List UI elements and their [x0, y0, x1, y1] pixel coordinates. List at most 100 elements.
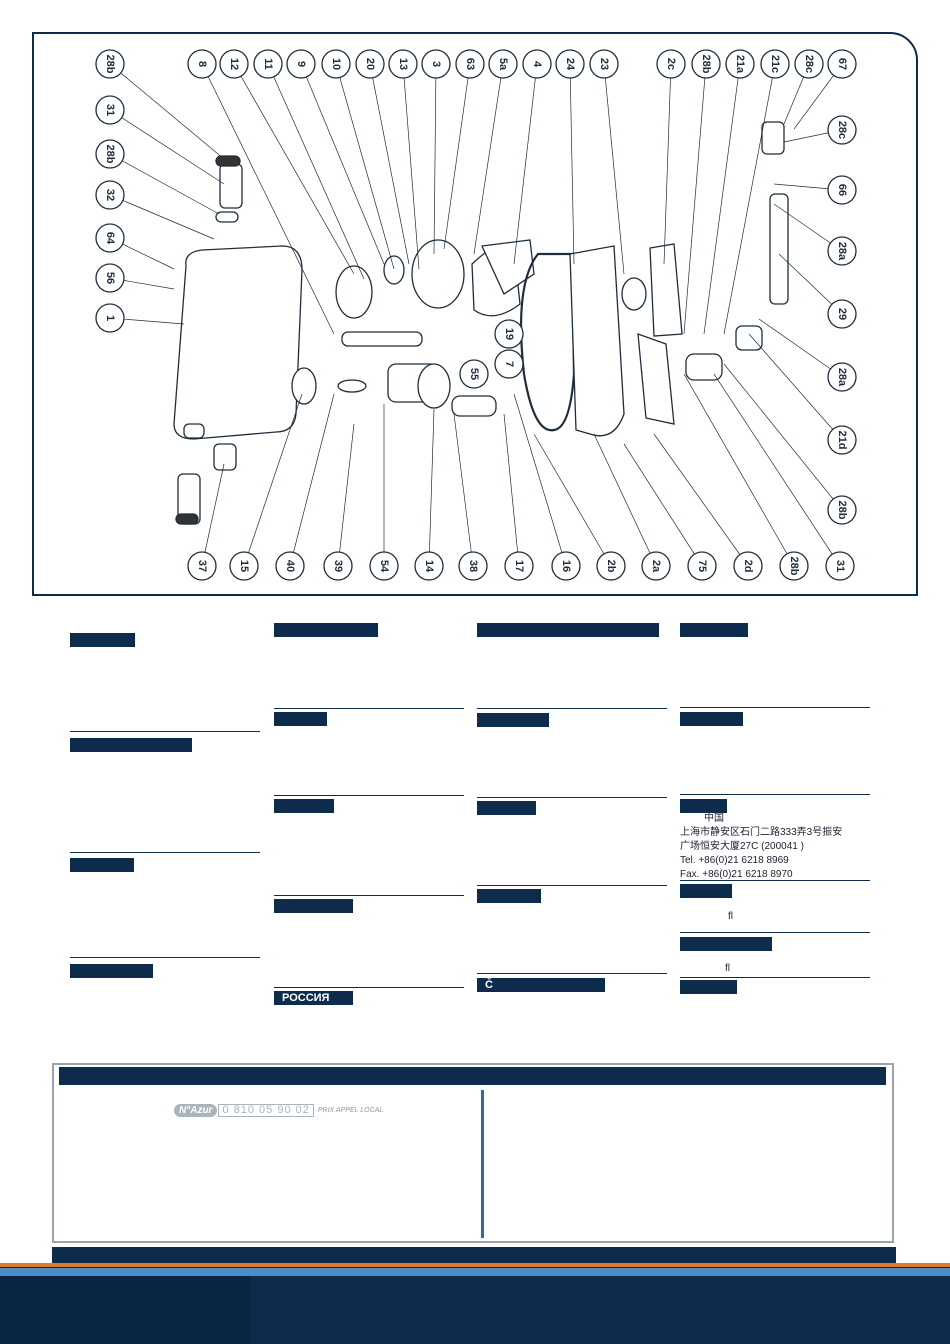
- left-callout-label: 64: [104, 232, 116, 245]
- top-callout-label: 23: [598, 58, 610, 70]
- left-callout-circle: [95, 95, 125, 125]
- leader-line: [109, 109, 225, 185]
- top-callout-circle: [760, 49, 790, 79]
- ligature-glyph: ﬂ: [725, 963, 730, 974]
- bottom-callout-label: 40: [284, 560, 296, 572]
- leader-line: [683, 373, 795, 567]
- leader-line: [201, 63, 335, 335]
- leader-line: [748, 333, 843, 441]
- top-callout-label: 5a: [497, 58, 509, 71]
- bottom-callout-circle: [641, 551, 671, 581]
- left-callout-circle: [95, 263, 125, 293]
- top-callout-label: 67: [836, 58, 848, 70]
- top-callout-circle: [794, 49, 824, 79]
- top-callout-circle: [219, 49, 249, 79]
- right-callout-circle: [827, 425, 857, 455]
- china-fax: Fax. +86(0)21 6218 8970: [680, 869, 793, 880]
- leader-line: [201, 463, 225, 567]
- bottom-callout-label: 37: [196, 560, 208, 572]
- section-header: [680, 937, 772, 951]
- bottom-callout-circle: [414, 551, 444, 581]
- inner-callout-circle: [459, 359, 489, 389]
- section-header: [477, 889, 541, 903]
- right-callout-label: 28a: [836, 368, 848, 387]
- top-callout-circle: [355, 49, 385, 79]
- inner-callout-circle: [494, 319, 524, 349]
- divider: [70, 852, 260, 853]
- bottom-callout-label: 54: [378, 560, 390, 573]
- bottom-callout-circle: [551, 551, 581, 581]
- leader-line: [109, 63, 225, 160]
- top-callout-label: 21c: [769, 55, 781, 73]
- top-callout-circle: [187, 49, 217, 79]
- contact-box-header: [59, 1067, 886, 1085]
- leader-line: [703, 63, 741, 335]
- top-callout-label: 28b: [700, 55, 712, 74]
- left-callout-circle: [95, 303, 125, 333]
- section-header: [274, 799, 334, 813]
- left-callout-label: 1: [104, 315, 116, 321]
- top-callout-circle: [656, 49, 686, 79]
- section-header: [477, 713, 549, 727]
- top-callout-label: 9: [295, 61, 307, 67]
- china-address-line2: 广场恒安大厦27C (200041 ): [680, 841, 804, 852]
- top-callout-label: 28c: [803, 55, 815, 73]
- bottom-callout-label: 15: [238, 560, 250, 572]
- left-callout-circle: [95, 223, 125, 253]
- top-callout-circle: [555, 49, 585, 79]
- leader-line: [335, 63, 395, 270]
- leader-line: [723, 63, 776, 335]
- right-callout-circle: [827, 236, 857, 266]
- divider: [274, 987, 464, 988]
- bottom-callout-label: 31: [834, 560, 846, 572]
- azur-note: PRIX APPEL LOCAL: [317, 1107, 384, 1114]
- divider: [477, 708, 667, 709]
- top-callout-label: 20: [364, 58, 376, 70]
- leader-line: [653, 433, 749, 567]
- section-header: [680, 712, 743, 726]
- divider: [70, 957, 260, 958]
- top-callout-circle: [455, 49, 485, 79]
- left-callout-circle: [95, 180, 125, 210]
- bottom-callout-label: 2a: [650, 560, 662, 573]
- leader-line: [513, 393, 567, 567]
- leader-line: [569, 63, 575, 265]
- china-country: 中国: [704, 813, 724, 824]
- bottom-callout-label: 28b: [788, 557, 800, 576]
- bottom-callout-circle: [187, 551, 217, 581]
- top-callout-circle: [321, 49, 351, 79]
- bottom-callout-label: 17: [513, 560, 525, 572]
- divider: [680, 880, 870, 881]
- bottom-callout-circle: [275, 551, 305, 581]
- section-header: [274, 623, 378, 637]
- top-callout-label: 13: [397, 58, 409, 70]
- section-header: [477, 801, 536, 815]
- leader-line: [533, 433, 612, 567]
- divider: [680, 707, 870, 708]
- divider: [274, 895, 464, 896]
- leader-line: [433, 63, 437, 255]
- top-callout-circle: [725, 49, 755, 79]
- divider: [274, 708, 464, 709]
- leader-line: [109, 153, 220, 215]
- section-header: [70, 964, 153, 978]
- right-callout-circle: [827, 495, 857, 525]
- top-callout-circle: [488, 49, 518, 79]
- leader-line: [402, 63, 420, 270]
- bottom-callout-circle: [229, 551, 259, 581]
- left-callout-label: 28b: [104, 145, 116, 164]
- top-callout-label: 3: [430, 61, 442, 67]
- section-header: [70, 738, 192, 752]
- azur-number: 0 810 05 90 02: [218, 1104, 314, 1117]
- section-header: [680, 799, 727, 813]
- section-header: [70, 633, 135, 647]
- bottom-callout-circle: [825, 551, 855, 581]
- section-header: [680, 623, 748, 637]
- top-callout-label: 11: [262, 58, 274, 70]
- footer-dark-block: [0, 1276, 250, 1344]
- bottom-callout-circle: [504, 551, 534, 581]
- section-header: [680, 884, 732, 898]
- bottom-callout-circle: [779, 551, 809, 581]
- left-callout-label: 32: [104, 189, 116, 201]
- section-header: [70, 858, 134, 872]
